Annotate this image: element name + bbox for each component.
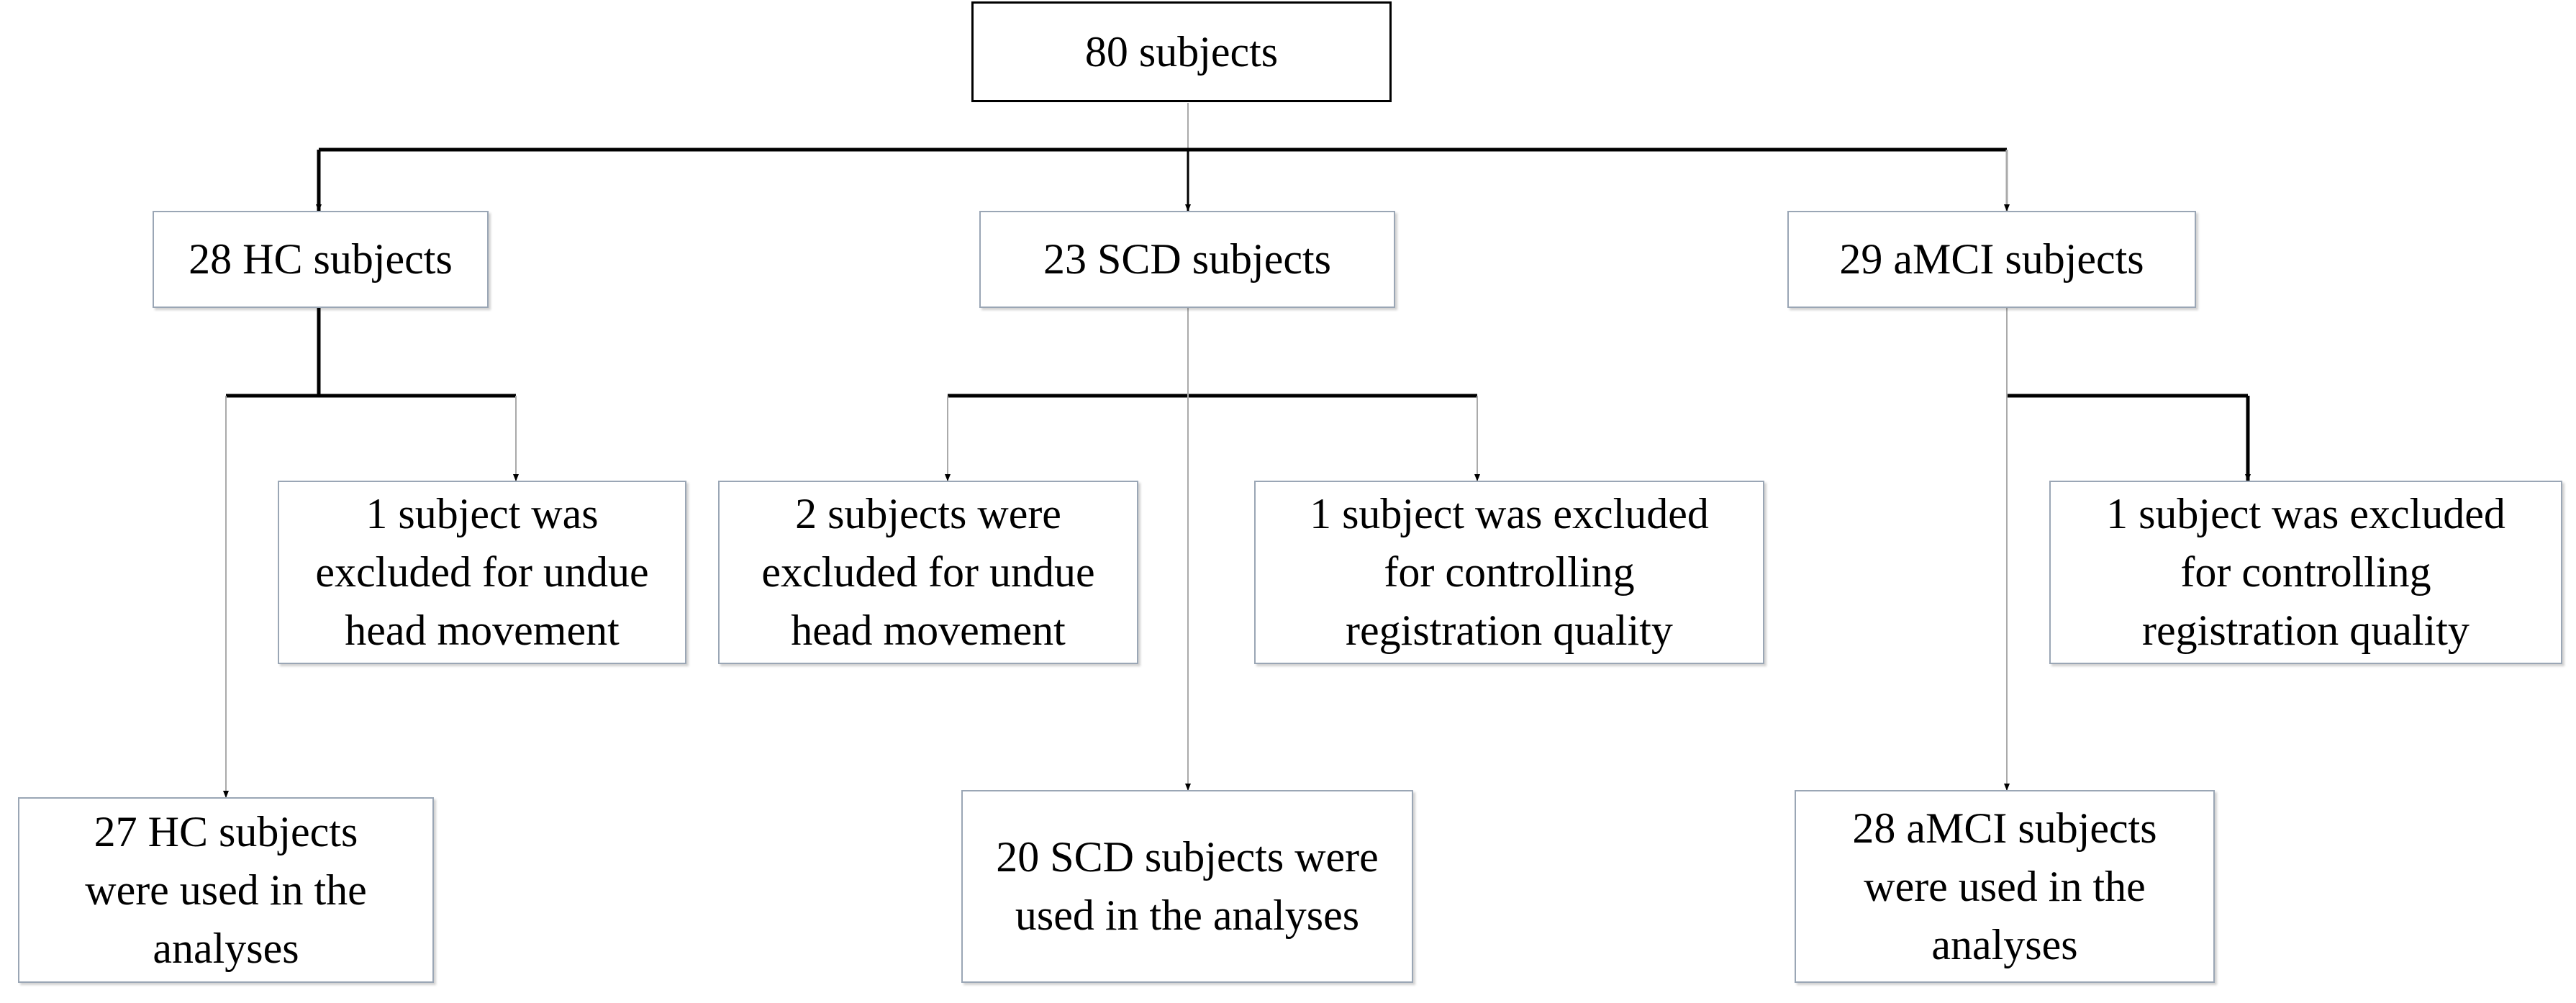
hc-exclusion-label: 1 subject was excluded for undue head mo… bbox=[315, 490, 649, 654]
scd-group-node: 23 SCD subjects bbox=[979, 211, 1395, 308]
scd-exclusion-node-1: 2 subjects were excluded for undue head … bbox=[718, 481, 1138, 664]
amci-final-node: 28 aMCI subjects were used in the analys… bbox=[1795, 790, 2215, 983]
hc-final-node: 27 HC subjects were used in the analyses bbox=[18, 797, 434, 983]
root-node-label: 80 subjects bbox=[1084, 27, 1279, 76]
scd-exclusion-node-2: 1 subject was excluded for controlling r… bbox=[1254, 481, 1764, 664]
hc-group-node: 28 HC subjects bbox=[153, 211, 489, 308]
scd-final-node: 20 SCD subjects were used in the analyse… bbox=[961, 790, 1413, 983]
amci-exclusion-label: 1 subject was excluded for controlling r… bbox=[2106, 490, 2505, 654]
amci-exclusion-node: 1 subject was excluded for controlling r… bbox=[2049, 481, 2562, 664]
scd-exclusion-label-2: 1 subject was excluded for controlling r… bbox=[1310, 490, 1709, 654]
amci-final-label: 28 aMCI subjects were used in the analys… bbox=[1852, 804, 2157, 968]
amci-group-label: 29 aMCI subjects bbox=[1839, 235, 2144, 283]
scd-group-label: 23 SCD subjects bbox=[1043, 235, 1332, 283]
scd-final-label: 20 SCD subjects were used in the analyse… bbox=[996, 833, 1379, 939]
hc-final-label: 27 HC subjects were used in the analyses bbox=[85, 807, 367, 972]
scd-exclusion-label-1: 2 subjects were excluded for undue head … bbox=[761, 490, 1095, 654]
hc-exclusion-node: 1 subject was excluded for undue head mo… bbox=[278, 481, 686, 664]
hc-group-label: 28 HC subjects bbox=[189, 235, 453, 283]
root-node: 80 subjects bbox=[971, 1, 1392, 102]
amci-group-node: 29 aMCI subjects bbox=[1787, 211, 2196, 308]
